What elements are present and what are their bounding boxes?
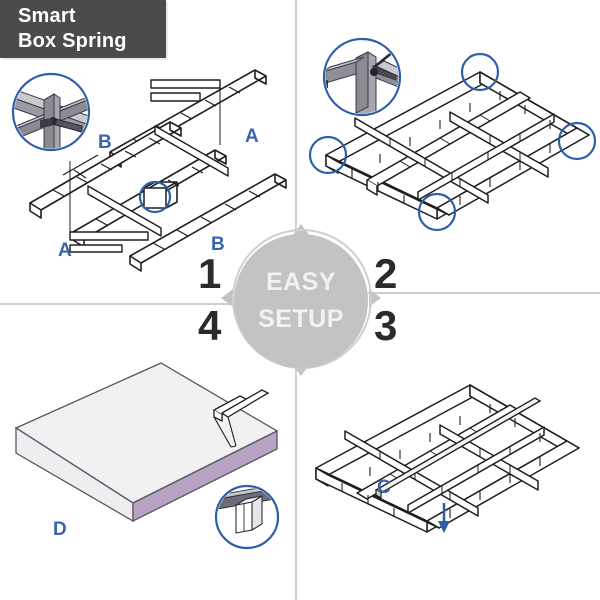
product-title-plate: Smart Box Spring: [0, 0, 166, 58]
product-title-line-2: Box Spring: [18, 30, 127, 52]
step-1-illustration: [11, 69, 287, 272]
insert-direction-arrow: [438, 503, 450, 533]
medallion-line-2: SETUP: [258, 305, 344, 333]
center-joint-highlight: [138, 180, 172, 214]
part-label-a-upper: A: [245, 126, 259, 147]
step-4-illustration: [14, 362, 280, 550]
part-label-b-lower: B: [211, 234, 225, 255]
step-3-illustration: [315, 384, 580, 533]
center-support-bar-c: [374, 397, 542, 500]
rail-crossing-detail-circle: [11, 72, 91, 152]
medallion-line-1: EASY: [265, 268, 337, 296]
divider-horizontal-left: [0, 303, 296, 305]
fabric-cover-d: [14, 362, 279, 523]
part-label-b-upper: B: [98, 132, 112, 153]
medallion-nub-left: [221, 289, 233, 307]
medallion-ring: [232, 229, 372, 369]
step-number-1: 1: [198, 250, 222, 297]
corner-highlight-bottom: [417, 192, 457, 232]
medallion-disc: EASY SETUP: [234, 234, 368, 368]
product-title-line-1: Smart: [18, 5, 76, 27]
divider-horizontal-right: [296, 292, 600, 294]
part-label-c: C: [377, 477, 391, 498]
corner-bracket-detail-circle: [322, 37, 402, 117]
medallion-nub-right: [369, 289, 381, 307]
part-label-d: D: [53, 519, 67, 540]
corner-highlight-right: [557, 121, 597, 161]
step-number-3: 3: [374, 302, 398, 349]
part-label-a-lower: A: [58, 240, 72, 261]
cover-corner-pocket-detail-circle: [214, 484, 280, 550]
easy-setup-medallion: EASY SETUP: [221, 222, 381, 378]
step-number-4: 4: [198, 302, 222, 349]
step-2-illustration: [308, 37, 597, 232]
corner-highlight-left: [308, 135, 348, 175]
corner-highlight-top: [460, 52, 500, 92]
step-number-2: 2: [374, 250, 398, 297]
